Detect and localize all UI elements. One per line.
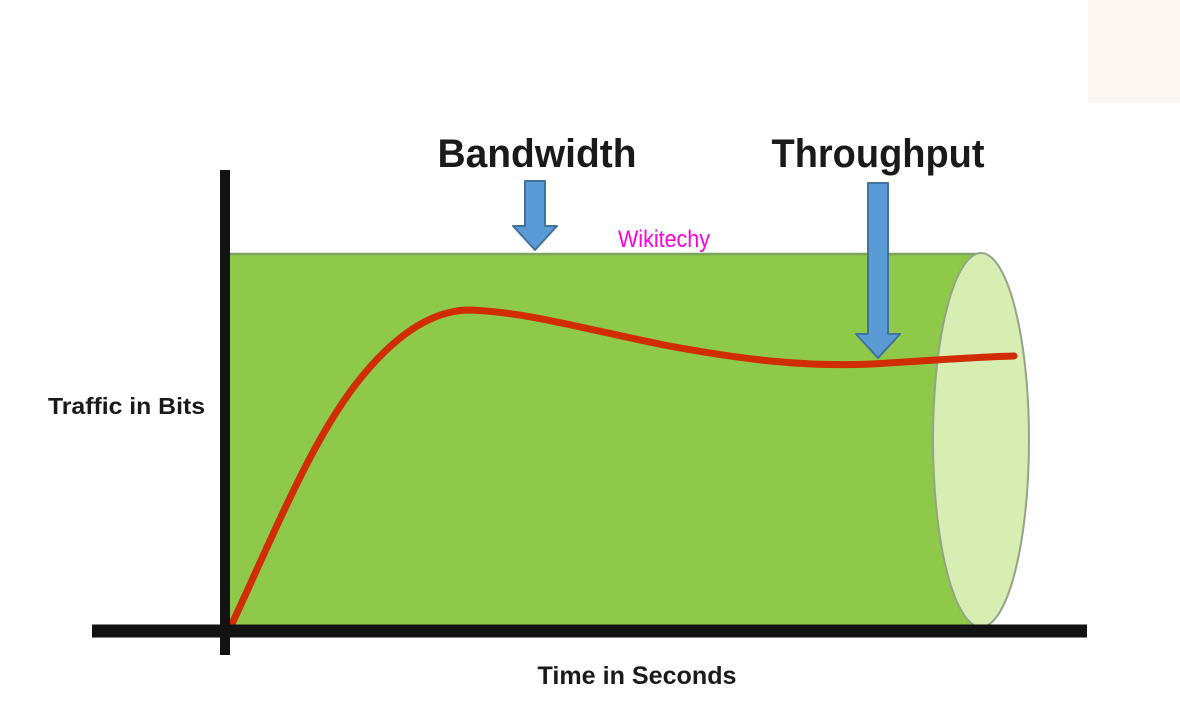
x-axis-label: Time in Seconds xyxy=(538,662,737,690)
bandwidth-label: Bandwidth xyxy=(438,132,637,176)
y-axis-label: Traffic in Bits xyxy=(48,393,205,419)
throughput-curve xyxy=(226,306,1018,632)
bandwidth-down-arrow-icon xyxy=(512,180,558,251)
pipe-end-cap xyxy=(932,252,1030,628)
throughput-label: Throughput xyxy=(772,132,985,176)
watermark-text: Wikitechy xyxy=(618,226,710,253)
pipe-body xyxy=(230,253,981,625)
throughput-down-arrow-icon xyxy=(855,182,901,359)
corner-tint-patch xyxy=(1088,0,1180,103)
